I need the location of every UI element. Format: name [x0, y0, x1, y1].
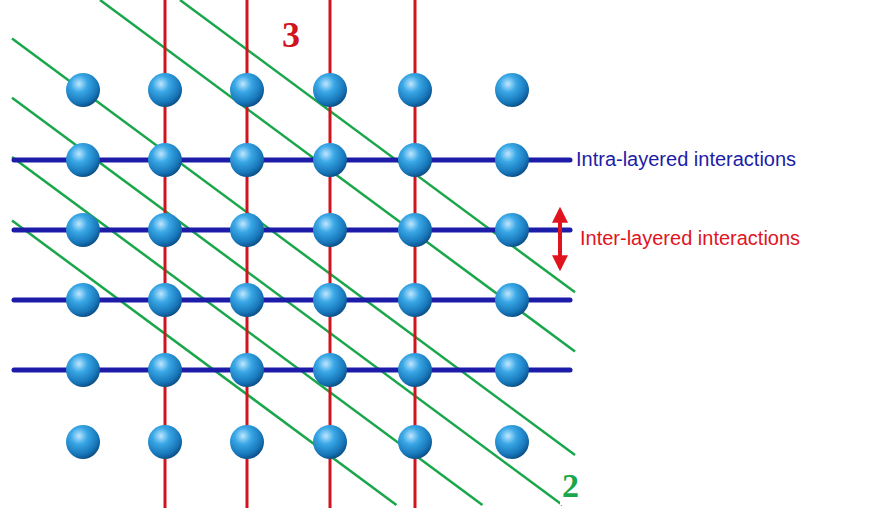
atom-sphere	[495, 425, 529, 459]
atom-sphere	[495, 213, 529, 247]
direction-number: 2	[560, 467, 581, 505]
atom-sphere	[313, 213, 347, 247]
atom-sphere	[495, 283, 529, 317]
diagonal-lines	[12, 0, 575, 505]
atom-sphere	[398, 283, 432, 317]
atom-sphere	[398, 213, 432, 247]
atom-sphere	[230, 73, 264, 107]
diagonal-line	[12, 38, 575, 455]
atom-sphere	[148, 283, 182, 317]
atom-sphere	[148, 213, 182, 247]
atom-sphere	[495, 143, 529, 177]
atom-sphere	[66, 213, 100, 247]
atom-sphere	[230, 425, 264, 459]
atom-sphere	[398, 73, 432, 107]
atom-sphere	[230, 213, 264, 247]
atom-sphere	[313, 73, 347, 107]
atom-sphere	[230, 353, 264, 387]
atom-sphere	[495, 73, 529, 107]
atom-sphere	[66, 283, 100, 317]
annotation-label: Intra-layered interactions	[574, 148, 798, 171]
double-arrow	[558, 210, 562, 268]
atom-sphere	[313, 143, 347, 177]
atom-sphere	[313, 283, 347, 317]
annotation-label: Inter-layered interactions	[578, 227, 802, 250]
atom-spheres	[66, 73, 529, 459]
diagonal-line	[180, 0, 575, 292]
atom-sphere	[148, 425, 182, 459]
atom-sphere	[313, 353, 347, 387]
atom-sphere	[398, 143, 432, 177]
vertical-lines	[165, 0, 415, 508]
direction-number: 3	[280, 14, 302, 56]
atom-sphere	[495, 353, 529, 387]
atom-sphere	[230, 143, 264, 177]
atom-sphere	[230, 283, 264, 317]
atom-sphere	[66, 425, 100, 459]
layer-lines	[14, 160, 570, 370]
atom-sphere	[66, 353, 100, 387]
atom-sphere	[66, 73, 100, 107]
atom-sphere	[66, 143, 100, 177]
atom-sphere	[398, 425, 432, 459]
atom-sphere	[313, 425, 347, 459]
diagonal-line	[12, 221, 396, 505]
atom-sphere	[148, 73, 182, 107]
atom-sphere	[148, 143, 182, 177]
atom-sphere	[398, 353, 432, 387]
diagonal-line	[100, 0, 575, 352]
atom-sphere	[148, 353, 182, 387]
